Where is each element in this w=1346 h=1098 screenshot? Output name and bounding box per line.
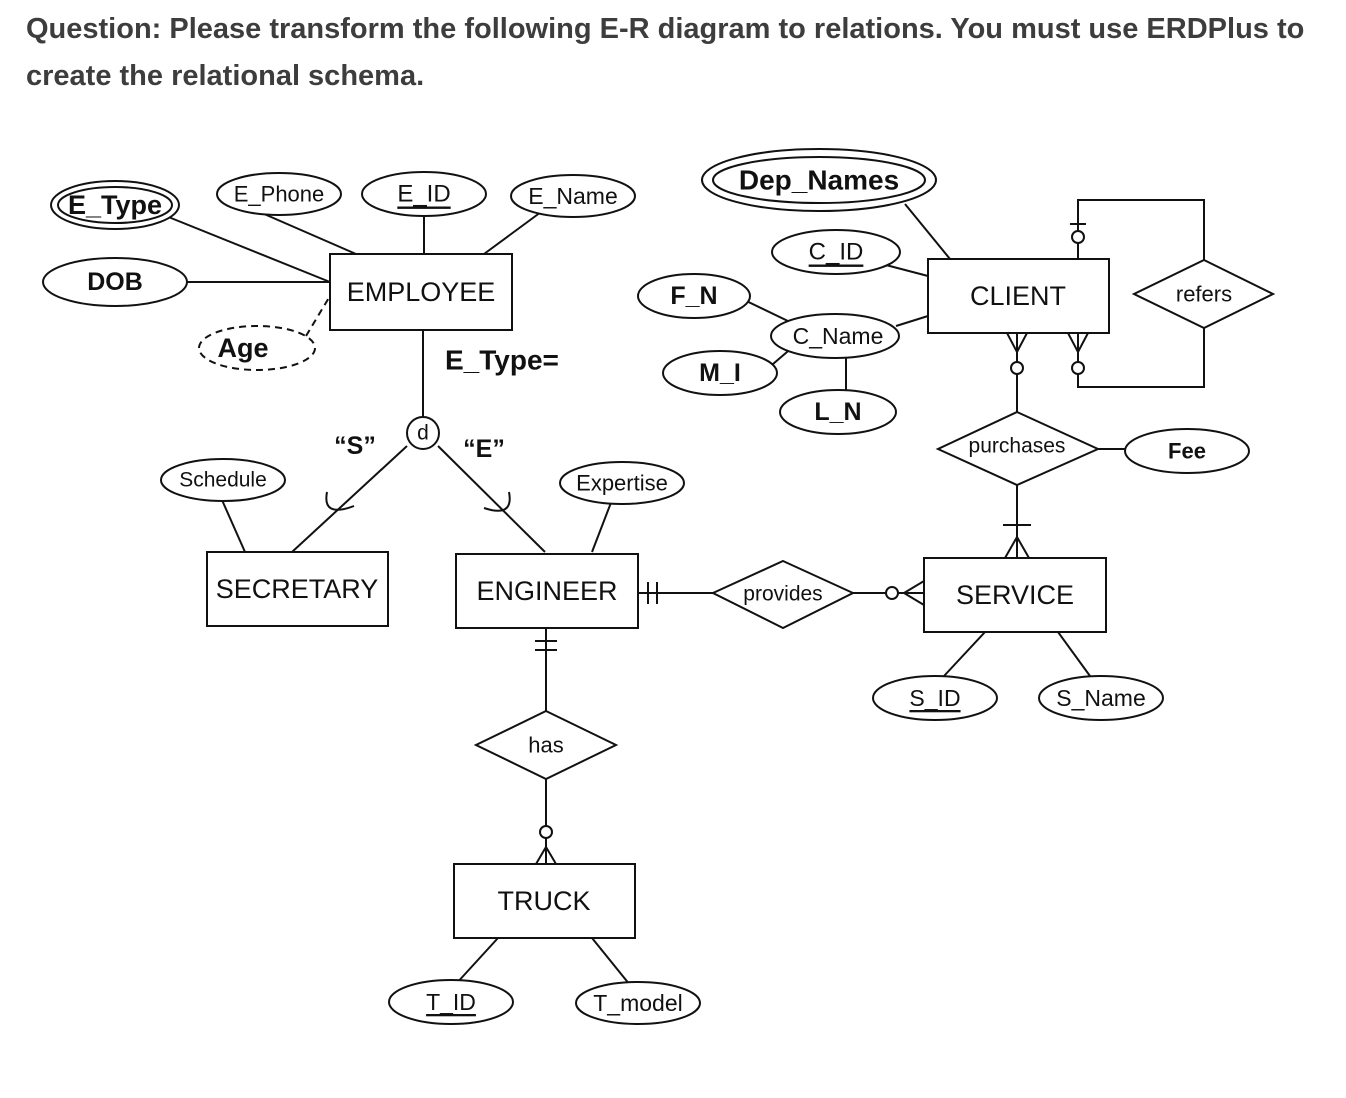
- attribute-t-model: T_model: [575, 981, 701, 1025]
- attribute-s-name: S_Name: [1038, 675, 1164, 721]
- attribute-e-type: E_Type: [50, 180, 180, 230]
- attribute-fee: Fee: [1124, 428, 1250, 474]
- relationship-label: has: [528, 733, 563, 758]
- relationship-label: provides: [743, 583, 822, 606]
- subtype-value-s: “S”: [334, 432, 376, 460]
- attribute-label: Age: [217, 333, 268, 363]
- entity-label: EMPLOYEE: [347, 277, 496, 307]
- attribute-label: S_ID: [909, 685, 960, 711]
- relationship-provides: provides: [710, 559, 856, 630]
- attribute-label: T_ID: [426, 989, 476, 1015]
- attribute-label: E_ID: [397, 181, 450, 208]
- attribute-label: Fee: [1168, 439, 1206, 464]
- attribute-label: C_Name: [793, 323, 884, 349]
- subtype-value-e: “E”: [463, 435, 505, 463]
- attribute-dob: DOB: [42, 257, 188, 307]
- attribute-label: E_Phone: [234, 182, 325, 207]
- attribute-label: Expertise: [576, 471, 668, 496]
- attribute-m-i: M_I: [662, 350, 778, 396]
- attribute-label: F_N: [670, 282, 717, 310]
- attribute-label: Dep_Names: [739, 165, 899, 196]
- connector-lines: [165, 199, 1205, 986]
- entity-label: SERVICE: [956, 580, 1074, 610]
- attribute-c-name: C_Name: [770, 313, 900, 359]
- attribute-label: DOB: [87, 268, 143, 296]
- attribute-e-phone: E_Phone: [216, 172, 342, 216]
- attribute-schedule: Schedule: [160, 458, 286, 502]
- entity-secretary: SECRETARY: [206, 551, 389, 627]
- entity-label: SECRETARY: [216, 574, 379, 604]
- attribute-label: S_Name: [1056, 685, 1145, 711]
- relationship-label: purchases: [969, 435, 1066, 458]
- attribute-label: E_Type: [68, 190, 162, 220]
- entity-label: CLIENT: [970, 281, 1066, 311]
- attribute-e-name: E_Name: [510, 174, 636, 218]
- entity-label: ENGINEER: [476, 576, 617, 606]
- attribute-e-id: E_ID: [361, 171, 487, 217]
- disjoint-symbol: d: [417, 422, 429, 445]
- attribute-t-id: T_ID: [388, 979, 514, 1025]
- relationship-refers: refers: [1131, 258, 1276, 330]
- entity-engineer: ENGINEER: [455, 553, 639, 629]
- entity-employee: EMPLOYEE: [329, 253, 513, 331]
- attribute-label: E_Name: [528, 183, 617, 209]
- relationship-has: has: [473, 709, 619, 781]
- entity-truck: TRUCK: [453, 863, 636, 939]
- disjoint-circle: d: [406, 416, 440, 450]
- attribute-label: T_model: [593, 990, 682, 1016]
- entity-client: CLIENT: [927, 258, 1110, 334]
- attribute-f-n: F_N: [637, 273, 751, 319]
- attribute-label: C_ID: [809, 239, 864, 266]
- attribute-age-derived: Age: [198, 325, 316, 371]
- relationship-label: refers: [1176, 282, 1232, 307]
- attribute-expertise: Expertise: [559, 461, 685, 505]
- question-text: Question: Please transform the following…: [26, 13, 1305, 92]
- attribute-s-id: S_ID: [872, 675, 998, 721]
- attribute-label: L_N: [814, 398, 861, 426]
- attribute-c-id: C_ID: [771, 229, 901, 275]
- attribute-l-n: L_N: [779, 389, 897, 435]
- attribute-label: M_I: [699, 359, 741, 387]
- relationship-purchases: purchases: [935, 410, 1101, 487]
- attribute-label: Schedule: [179, 469, 267, 492]
- attribute-dep-names: Dep_Names: [701, 148, 937, 212]
- subtype-discriminator-label: E_Type=: [445, 345, 559, 376]
- entity-service: SERVICE: [923, 557, 1107, 633]
- entity-label: TRUCK: [498, 886, 591, 916]
